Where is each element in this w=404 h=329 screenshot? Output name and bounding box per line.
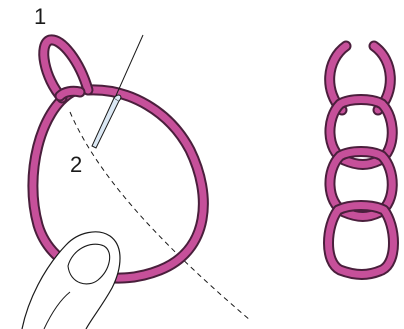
label-point-2: 2: [70, 152, 82, 177]
label-point-1: 1: [34, 4, 46, 29]
anchor-loop: [44, 40, 88, 98]
finger-icon: [22, 232, 120, 329]
completed-chain: [329, 46, 394, 275]
